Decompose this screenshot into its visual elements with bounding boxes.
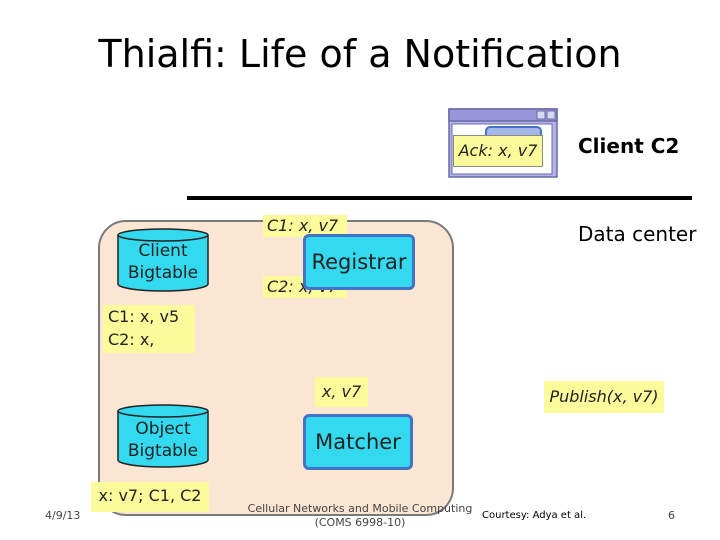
matcher-input-note: x, v7 xyxy=(315,377,368,407)
network-divider-line xyxy=(187,196,692,200)
client-bigtable-entry-2: C2: x, xyxy=(108,330,155,349)
client-bigtable-cylinder-icon xyxy=(117,228,209,292)
matcher-box: Matcher xyxy=(303,414,413,470)
footer-date: 4/9/13 xyxy=(45,509,81,522)
registrar-box: Registrar xyxy=(303,234,415,290)
footer-credit: Courtesy: Adya et al. xyxy=(482,510,587,521)
footer-course-line2: (COMS 6998-10) xyxy=(314,516,406,529)
footer-course: Cellular Networks and Mobile Computing (… xyxy=(240,502,480,530)
client-c2-label: Client C2 xyxy=(578,134,680,158)
registrar-note-top: C1: x, v7 xyxy=(263,215,347,237)
object-bigtable-label-line2: Bigtable xyxy=(127,441,199,461)
footer-course-line1: Cellular Networks and Mobile Computing xyxy=(247,502,473,515)
client-bigtable-label-line2: Bigtable xyxy=(127,263,199,283)
client-bigtable-entry-1: C1: x, v5 xyxy=(108,307,180,326)
ack-note: Ack: x, v7 xyxy=(453,135,543,167)
client-bigtable-label-line1: Client xyxy=(138,241,188,261)
slide-title: Thialfi: Life of a Notification xyxy=(98,32,622,76)
publish-note: Publish(x, v7) xyxy=(544,381,664,413)
object-bigtable-label: Object Bigtable xyxy=(117,418,209,462)
client-bigtable-entries: C1: x, v5 C2: x, xyxy=(103,305,195,353)
data-center-label: Data center xyxy=(578,222,697,246)
object-bigtable-entry: x: v7; C1, C2 xyxy=(91,482,209,512)
object-bigtable-label-line1: Object xyxy=(135,419,191,439)
page-number: 6 xyxy=(668,509,675,522)
client-bigtable-label: Client Bigtable xyxy=(117,240,209,284)
object-bigtable-cylinder-icon xyxy=(117,404,209,468)
